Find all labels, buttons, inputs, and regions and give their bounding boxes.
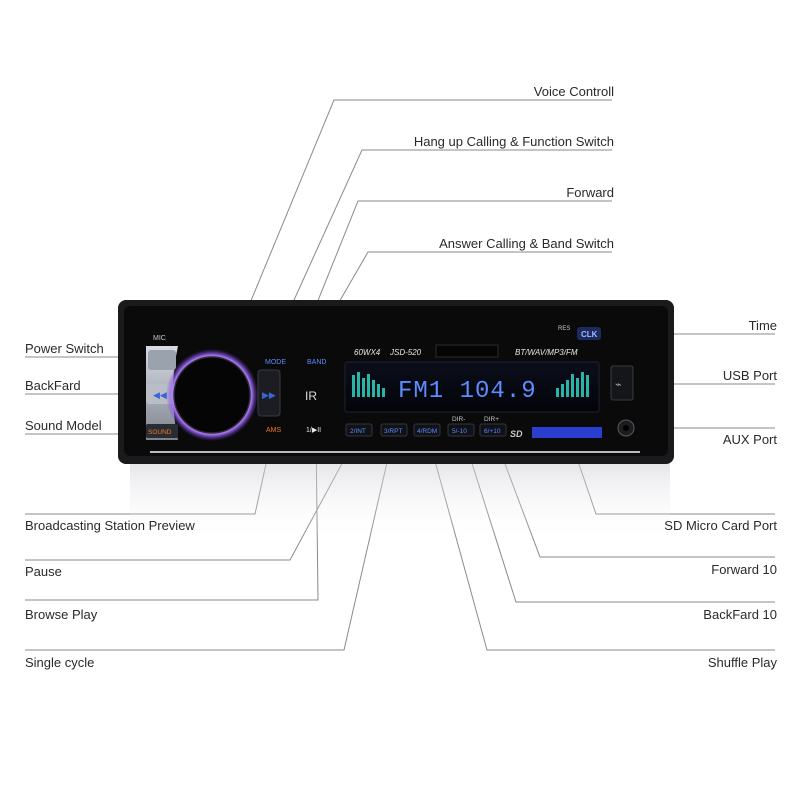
callout-single-cycle: Single cycle [25, 655, 95, 670]
callout-power-switch: Power Switch [25, 341, 104, 356]
equalizer-left-bars [352, 372, 385, 397]
callout-shuffle-play: Shuffle Play [707, 655, 777, 670]
mic-label: MIC [153, 335, 166, 342]
sd-card-slot[interactable] [532, 427, 602, 438]
shuffle-play-button[interactable]: 4/RDM [417, 428, 437, 435]
clk-button[interactable] [577, 327, 601, 340]
single-cycle-button[interactable]: 3/RPT [384, 428, 402, 435]
callout-voice-control: Voice Controll [533, 84, 614, 99]
lcd-display [344, 361, 600, 413]
forward-icon: ▶▶ [262, 390, 276, 400]
frequency-readout: FM1 104.9 [398, 378, 537, 405]
callout-browse-play: Browse Play [25, 607, 98, 622]
model-power-label: 60WX4 [354, 348, 381, 357]
sd-logo: SD [510, 429, 523, 439]
callout-time: Time [748, 318, 777, 333]
dir-plus-label: DIR+ [484, 416, 499, 423]
clk-label: CLK [581, 330, 598, 339]
callout-sound-model: Sound Model [25, 418, 102, 433]
res-label: RES [558, 326, 570, 332]
browse-play-button[interactable]: 2/INT [350, 428, 366, 435]
callout-pause: Pause [25, 564, 62, 579]
callout-sd-card-port: SD Micro Card Port [664, 518, 777, 533]
forward-10-button[interactable]: 6/+10 [484, 428, 501, 435]
callout-answer-calling: Answer Calling & Band Switch [439, 236, 614, 251]
model-number-label: JSD-520 [389, 348, 422, 357]
usb-port[interactable] [610, 365, 634, 401]
band-button[interactable]: BAND [307, 359, 326, 366]
formats-label: BT/WAV/MP3/FM [515, 348, 578, 357]
pause-button[interactable]: 1/▶II [306, 427, 321, 434]
rewind-icon: ◀◀ [153, 390, 167, 400]
callout-broadcasting-preview: Broadcasting Station Preview [25, 518, 195, 533]
callout-aux-port: AUX Port [722, 432, 777, 447]
usb-icon: ⌁ [615, 378, 622, 391]
callout-usb-port: USB Port [722, 368, 777, 383]
sound-model-button[interactable] [146, 424, 178, 438]
callout-forward-10: Forward 10 [711, 562, 777, 577]
callout-backfard: BackFard [25, 378, 81, 393]
ir-receiver-icon: IR [305, 389, 317, 403]
backfard-10-button[interactable]: 5/-10 [452, 428, 467, 435]
callout-hang-up: Hang up Calling & Function Switch [413, 134, 614, 149]
dir-minus-label: DIR- [452, 416, 465, 423]
sound-button-label: SOUND [148, 429, 172, 436]
mode-button[interactable]: MODE [265, 359, 286, 366]
volume-knob[interactable] [173, 356, 251, 434]
equalizer-right-bars [556, 372, 589, 397]
callout-forward: Forward [566, 185, 614, 200]
power-switch-button[interactable] [148, 350, 176, 370]
ams-button[interactable]: AMS [266, 427, 282, 434]
callout-backfard-10: BackFard 10 [703, 607, 777, 622]
